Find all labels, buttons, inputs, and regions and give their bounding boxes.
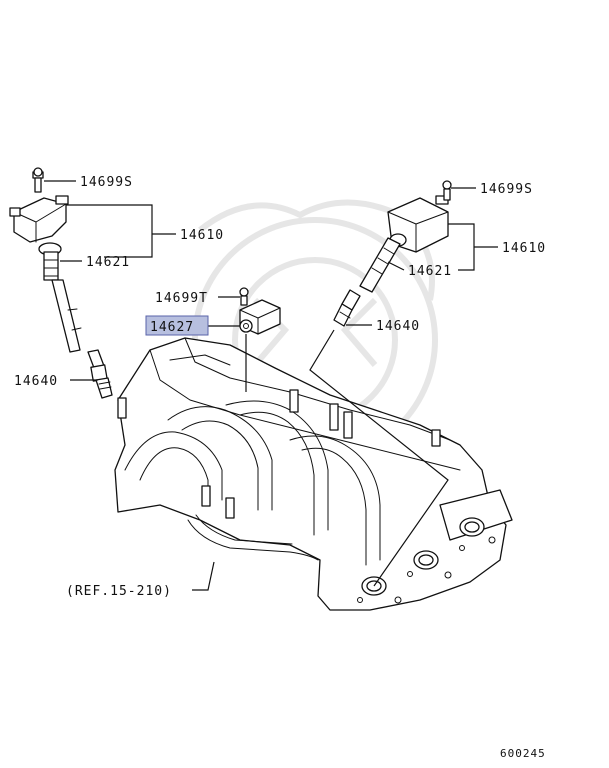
label-bolt-sensor: 14699T: [155, 291, 208, 306]
label-coil-right: 14610: [502, 241, 546, 256]
part-labels: 14699S 14610 14621 14640 14699S 14610 14…: [14, 175, 546, 760]
label-coil-left: 14610: [180, 228, 224, 243]
label-bolt-left: 14699S: [80, 175, 133, 190]
leader-lines: [44, 180, 498, 591]
label-plug-right: 14640: [376, 319, 420, 334]
label-reference: (REF.15-210): [66, 584, 172, 599]
ignition-coil-left: [9, 167, 113, 399]
label-bolt-right: 14699S: [480, 182, 533, 197]
intake-manifold: [114, 337, 513, 611]
label-boot-right: 14621: [408, 264, 452, 279]
diagram-number: 600245: [500, 747, 546, 760]
label-sensor-highlighted[interactable]: 14627: [150, 320, 194, 335]
ignition-coil-right: [333, 180, 452, 327]
label-plug-left: 14640: [14, 374, 58, 389]
highlight-box: [145, 315, 209, 336]
label-boot-left: 14621: [86, 255, 130, 270]
